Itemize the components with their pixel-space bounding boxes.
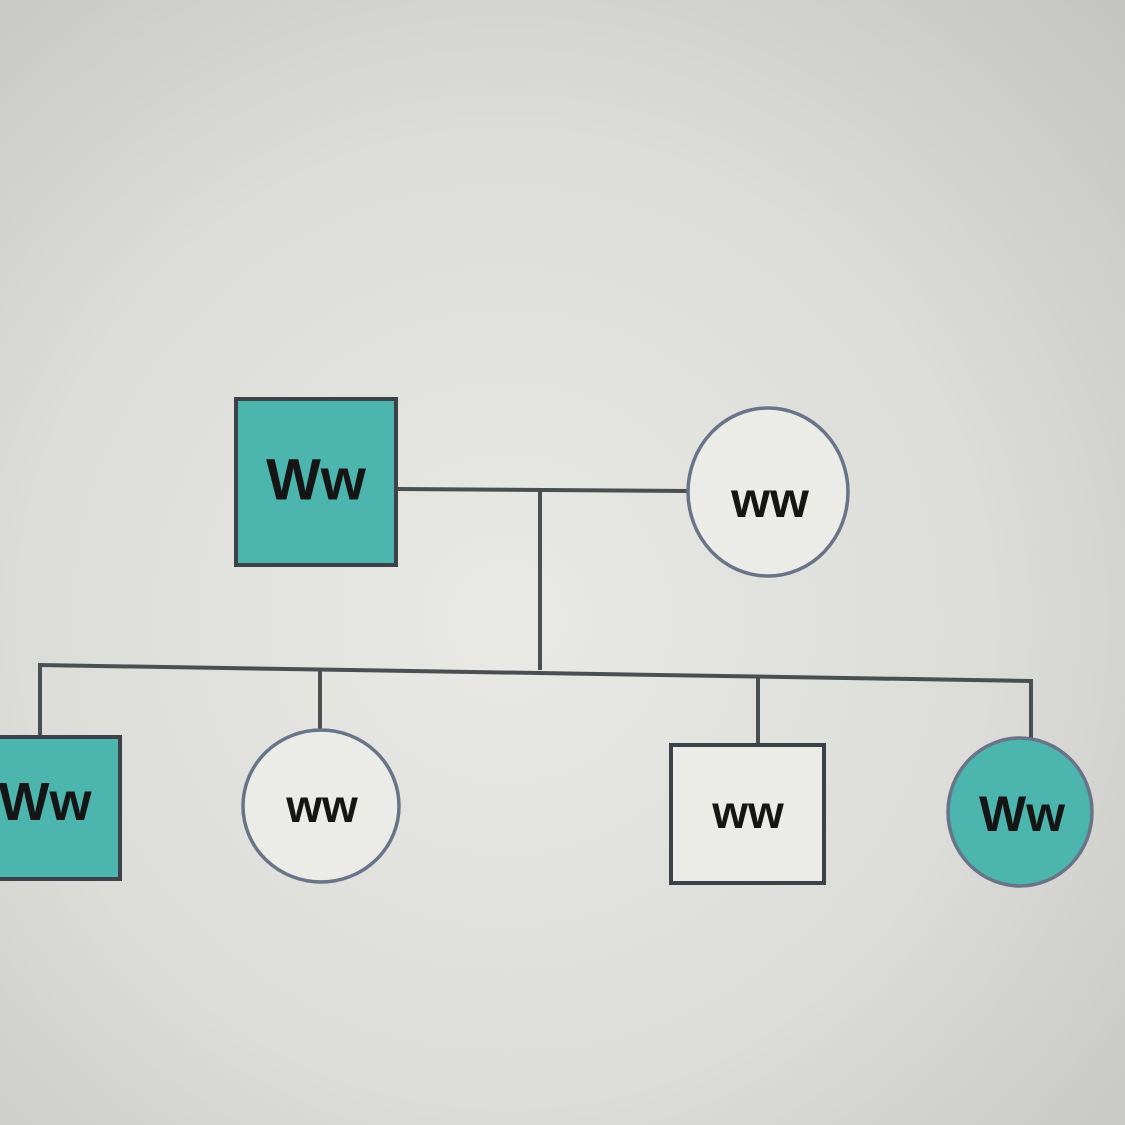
child-1-genotype: Ww bbox=[0, 772, 92, 832]
mating-line bbox=[396, 487, 691, 493]
child-2-genotype: ww bbox=[285, 780, 358, 832]
child-4-genotype: Ww bbox=[979, 786, 1065, 842]
father-genotype: Ww bbox=[266, 448, 367, 513]
mother-genotype: ww bbox=[730, 472, 809, 528]
mother-circle: ww bbox=[686, 406, 850, 578]
child-3-square: ww bbox=[669, 743, 826, 885]
child-1-square: Ww bbox=[0, 735, 122, 881]
child-3-genotype: ww bbox=[711, 786, 784, 838]
child-2-circle: ww bbox=[241, 728, 401, 884]
sibship-line bbox=[37, 663, 1034, 683]
child-4-circle: Ww bbox=[946, 736, 1094, 888]
father-square: Ww bbox=[234, 397, 398, 567]
